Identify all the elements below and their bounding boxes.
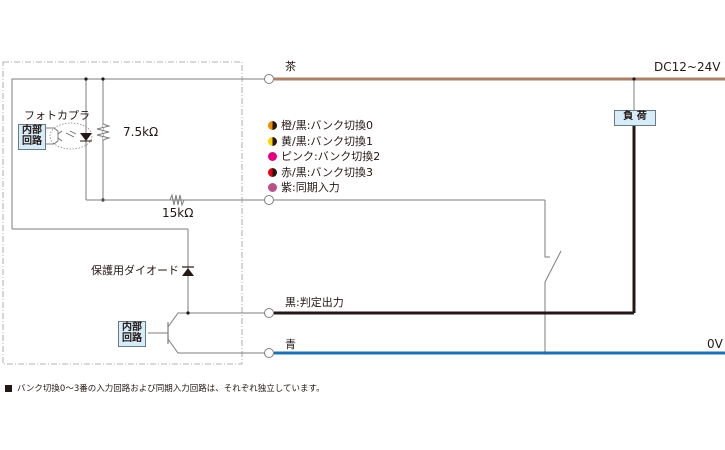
wire-color-dot-icon: [268, 152, 277, 161]
diode-label: 保護用ダイオード: [91, 264, 179, 277]
resistor-15k-label: 15kΩ: [162, 206, 194, 220]
wire-signal-switch: [544, 200, 550, 258]
wire-color-dot-icon: [268, 183, 277, 192]
wire-blue-label: 青: [285, 338, 296, 351]
internal-circuit-bottom: 内部 回路: [118, 321, 146, 347]
legend-item: ピンク:バンク切換2: [268, 151, 380, 162]
wire-brown-label: 茶: [285, 60, 296, 73]
internal-rail-top: [11, 78, 268, 229]
resistor-7-5k-icon: [96, 123, 111, 141]
junction-dot: [186, 311, 190, 315]
junction-dot: [632, 77, 636, 81]
supply-zero-label: 0V: [707, 337, 723, 351]
transistor-emitter: [167, 338, 268, 354]
led-icon: [80, 133, 92, 141]
junction-dot: [84, 77, 88, 81]
resistor-7-5k-label: 7.5kΩ: [123, 125, 159, 139]
legend-item: 紫:同期入力: [268, 182, 340, 193]
legend-item: 黄/黒:バンク切換1: [268, 136, 373, 147]
terminal-black: [264, 308, 274, 318]
resistor-15k-icon: [169, 193, 185, 207]
legend-item: 赤/黒:バンク切換3: [268, 167, 373, 178]
load-label: 負 荷: [623, 111, 647, 122]
internal-circuit-line1: 内部: [122, 322, 142, 333]
internal-circuit-line2: 回路: [22, 136, 42, 147]
transistor-collector: [167, 312, 268, 328]
photo-transistor-icon: [53, 127, 77, 145]
terminal-signal: [264, 195, 274, 205]
wire-color-dot-icon: [268, 136, 277, 146]
internal-circuit-line2: 回路: [122, 333, 142, 344]
legend-label: 紫:同期入力: [281, 181, 340, 194]
internal-boundary: [2, 61, 243, 365]
bullet-square-icon: [5, 384, 12, 392]
junction-dot: [101, 77, 105, 81]
photocoupler-label: フォトカプラ: [24, 109, 90, 122]
legend-label: 黄/黒:バンク切換1: [281, 134, 373, 148]
footnote-text: バンク切換0～3番の入力回路および同期入力回路は、それぞれ独立しています。: [17, 384, 325, 394]
supply-positive-label: DC12~24V: [654, 60, 721, 74]
internal-circuit-line1: 内部: [22, 125, 42, 136]
protection-diode-icon: [182, 268, 194, 276]
terminal-blue: [264, 348, 274, 358]
legend-label: 橙/黒:バンク切換0: [281, 119, 373, 132]
wire-color-dot-icon: [268, 121, 277, 130]
wire-black-label: 黒:判定出力: [285, 296, 344, 309]
legend-label: ピンク:バンク切換2: [281, 150, 381, 163]
wire-color-dot-icon: [268, 167, 277, 177]
legend-item: 橙/黒:バンク切換0: [268, 120, 373, 131]
legend-label: 赤/黒:バンク切換3: [281, 165, 373, 179]
terminal-brown: [264, 74, 274, 84]
load-box: 負 荷: [614, 110, 656, 126]
switch-icon: [544, 250, 562, 283]
footnote: バンク切換0～3番の入力回路および同期入力回路は、それぞれ独立しています。: [5, 382, 325, 394]
internal-circuit-top: 内部 回路: [18, 124, 46, 150]
photocoupler-outline: [49, 122, 93, 150]
